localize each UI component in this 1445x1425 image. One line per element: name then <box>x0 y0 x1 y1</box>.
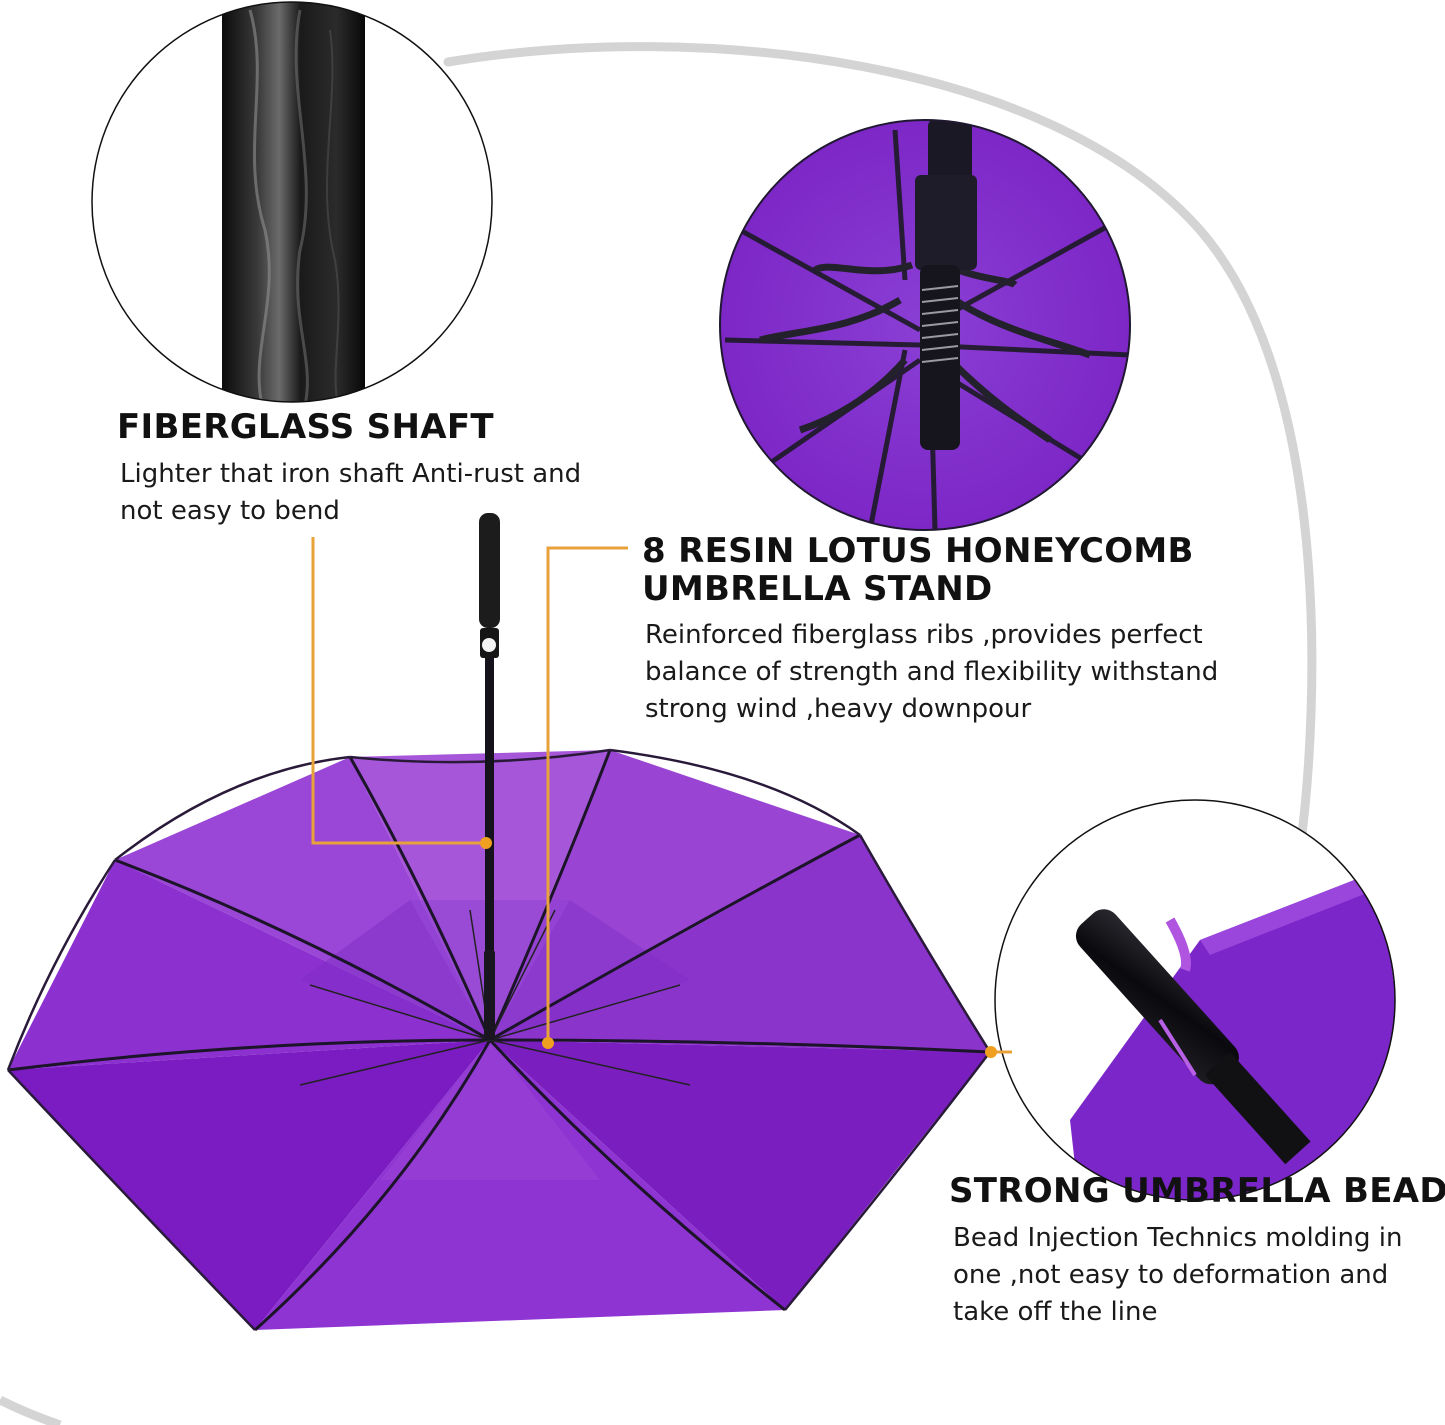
feature-description-fiberglass-shaft: Lighter that iron shaft Anti-rust and no… <box>120 456 640 530</box>
description-line: one ,not easy to deformation and <box>953 1260 1389 1290</box>
stand-closeup <box>720 120 1130 530</box>
bead-closeup <box>995 800 1395 1200</box>
decorative-arc <box>443 42 1317 855</box>
feature-title-fiberglass-shaft: FIBERGLASS SHAFT <box>117 407 494 447</box>
umbrella-canopy <box>6 513 992 1332</box>
feature-description-umbrella-bead: Bead Injection Technics molding in one ,… <box>953 1220 1443 1331</box>
title-line: UMBRELLA STAND <box>642 569 993 610</box>
description-line: not easy to bend <box>120 496 340 526</box>
callout-dot-bead <box>985 1046 997 1058</box>
description-line: strong wind ,heavy downpour <box>645 694 1032 724</box>
description-line: take off the line <box>953 1297 1158 1327</box>
title-line: 8 RESIN LOTUS HONEYCOMB <box>642 531 1194 571</box>
feature-title-resin-stand: 8 RESIN LOTUS HONEYCOMB UMBRELLA STAND <box>642 532 1194 608</box>
callout-dot-shaft <box>480 837 492 849</box>
feature-description-resin-stand: Reinforced fiberglass ribs ,provides per… <box>645 617 1295 728</box>
description-line: balance of strength and flexibility with… <box>645 657 1219 687</box>
description-line: Reinforced fiberglass ribs ,provides per… <box>645 620 1203 650</box>
description-line: Bead Injection Technics molding in <box>953 1223 1403 1253</box>
callout-dot-stand <box>542 1037 554 1049</box>
description-line: Lighter that iron shaft Anti-rust and <box>120 459 582 489</box>
decorative-arc-bottom <box>0 1395 62 1425</box>
shaft-closeup <box>92 2 492 402</box>
feature-title-umbrella-bead: STRONG UMBRELLA BEAD <box>949 1171 1445 1211</box>
